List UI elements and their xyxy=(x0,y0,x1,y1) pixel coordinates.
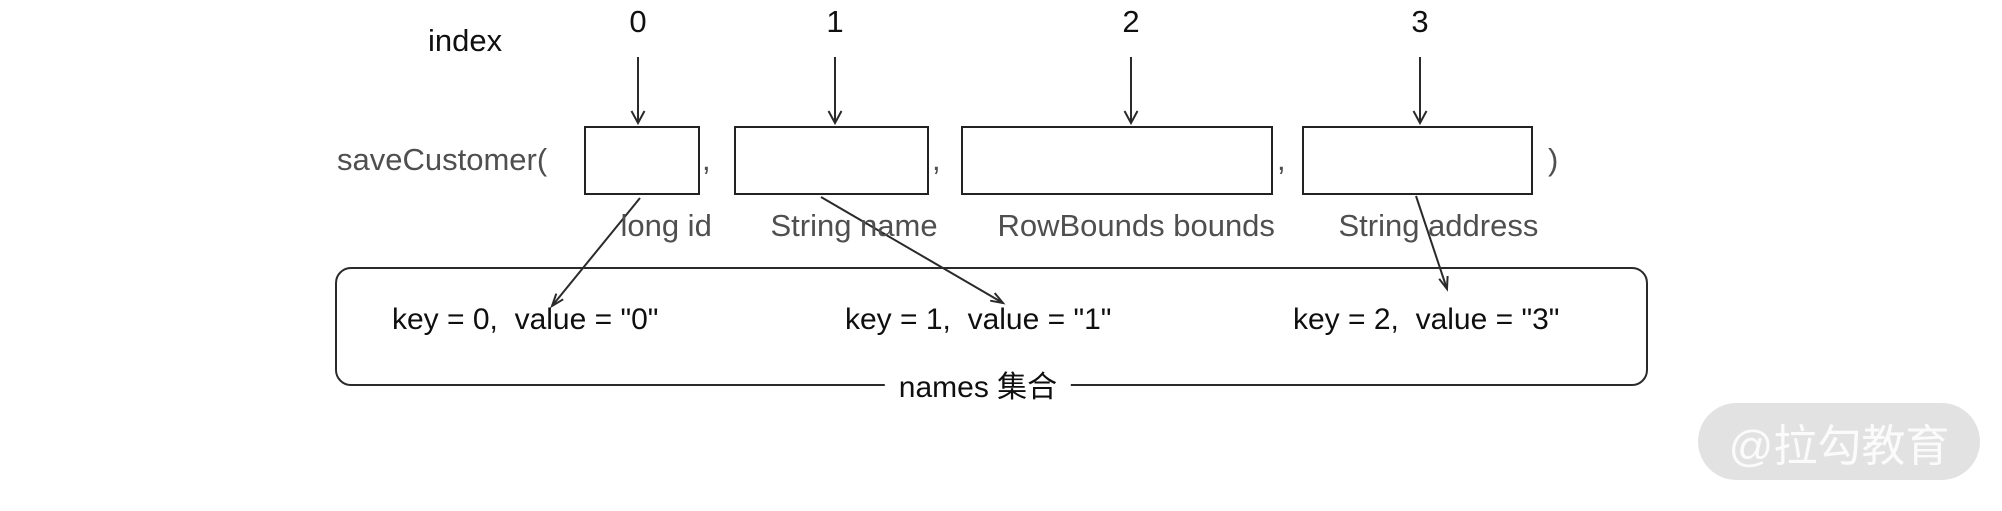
param-label-string-address: String address xyxy=(1338,208,1539,243)
index-arrow-0 xyxy=(630,57,646,126)
param-label-long-id: long id xyxy=(620,208,712,243)
watermark-badge: @拉勾教育 xyxy=(1698,403,1980,480)
index-number-2: 2 xyxy=(1122,4,1140,39)
index-header-label: index xyxy=(428,23,503,58)
map-entry-key2: key = 2, value = "3" xyxy=(1293,303,1560,336)
param-label-string-name: String name xyxy=(770,208,938,243)
param-box-string-address: String address xyxy=(1302,126,1538,243)
index-arrow-3 xyxy=(1412,57,1428,126)
index-arrow-1 xyxy=(827,57,843,126)
index-number-3: 3 xyxy=(1411,4,1429,39)
param-box-string-name: String name xyxy=(734,126,938,243)
param-label-rowbounds-bounds: RowBounds bounds xyxy=(997,208,1275,243)
param-separator-3: , xyxy=(1277,142,1286,177)
param-separator-2: , xyxy=(932,142,941,177)
map-entry-key0: key = 0, value = "0" xyxy=(392,303,659,336)
param-box-rowbounds-bounds: RowBounds bounds xyxy=(961,126,1275,243)
index-number-0: 0 xyxy=(629,4,647,39)
watermark-text: @拉勾教育 xyxy=(1728,421,1950,471)
close-paren-text: ) xyxy=(1548,142,1559,177)
param-separator-1: , xyxy=(702,142,711,177)
param-box-long-id: long id xyxy=(584,126,712,243)
index-number-1: 1 xyxy=(826,4,844,39)
names-map-label: names 集合 xyxy=(884,371,1072,405)
map-entry-key1: key = 1, value = "1" xyxy=(845,303,1112,336)
method-name-text: saveCustomer( xyxy=(337,142,548,177)
index-arrow-2 xyxy=(1123,57,1139,126)
